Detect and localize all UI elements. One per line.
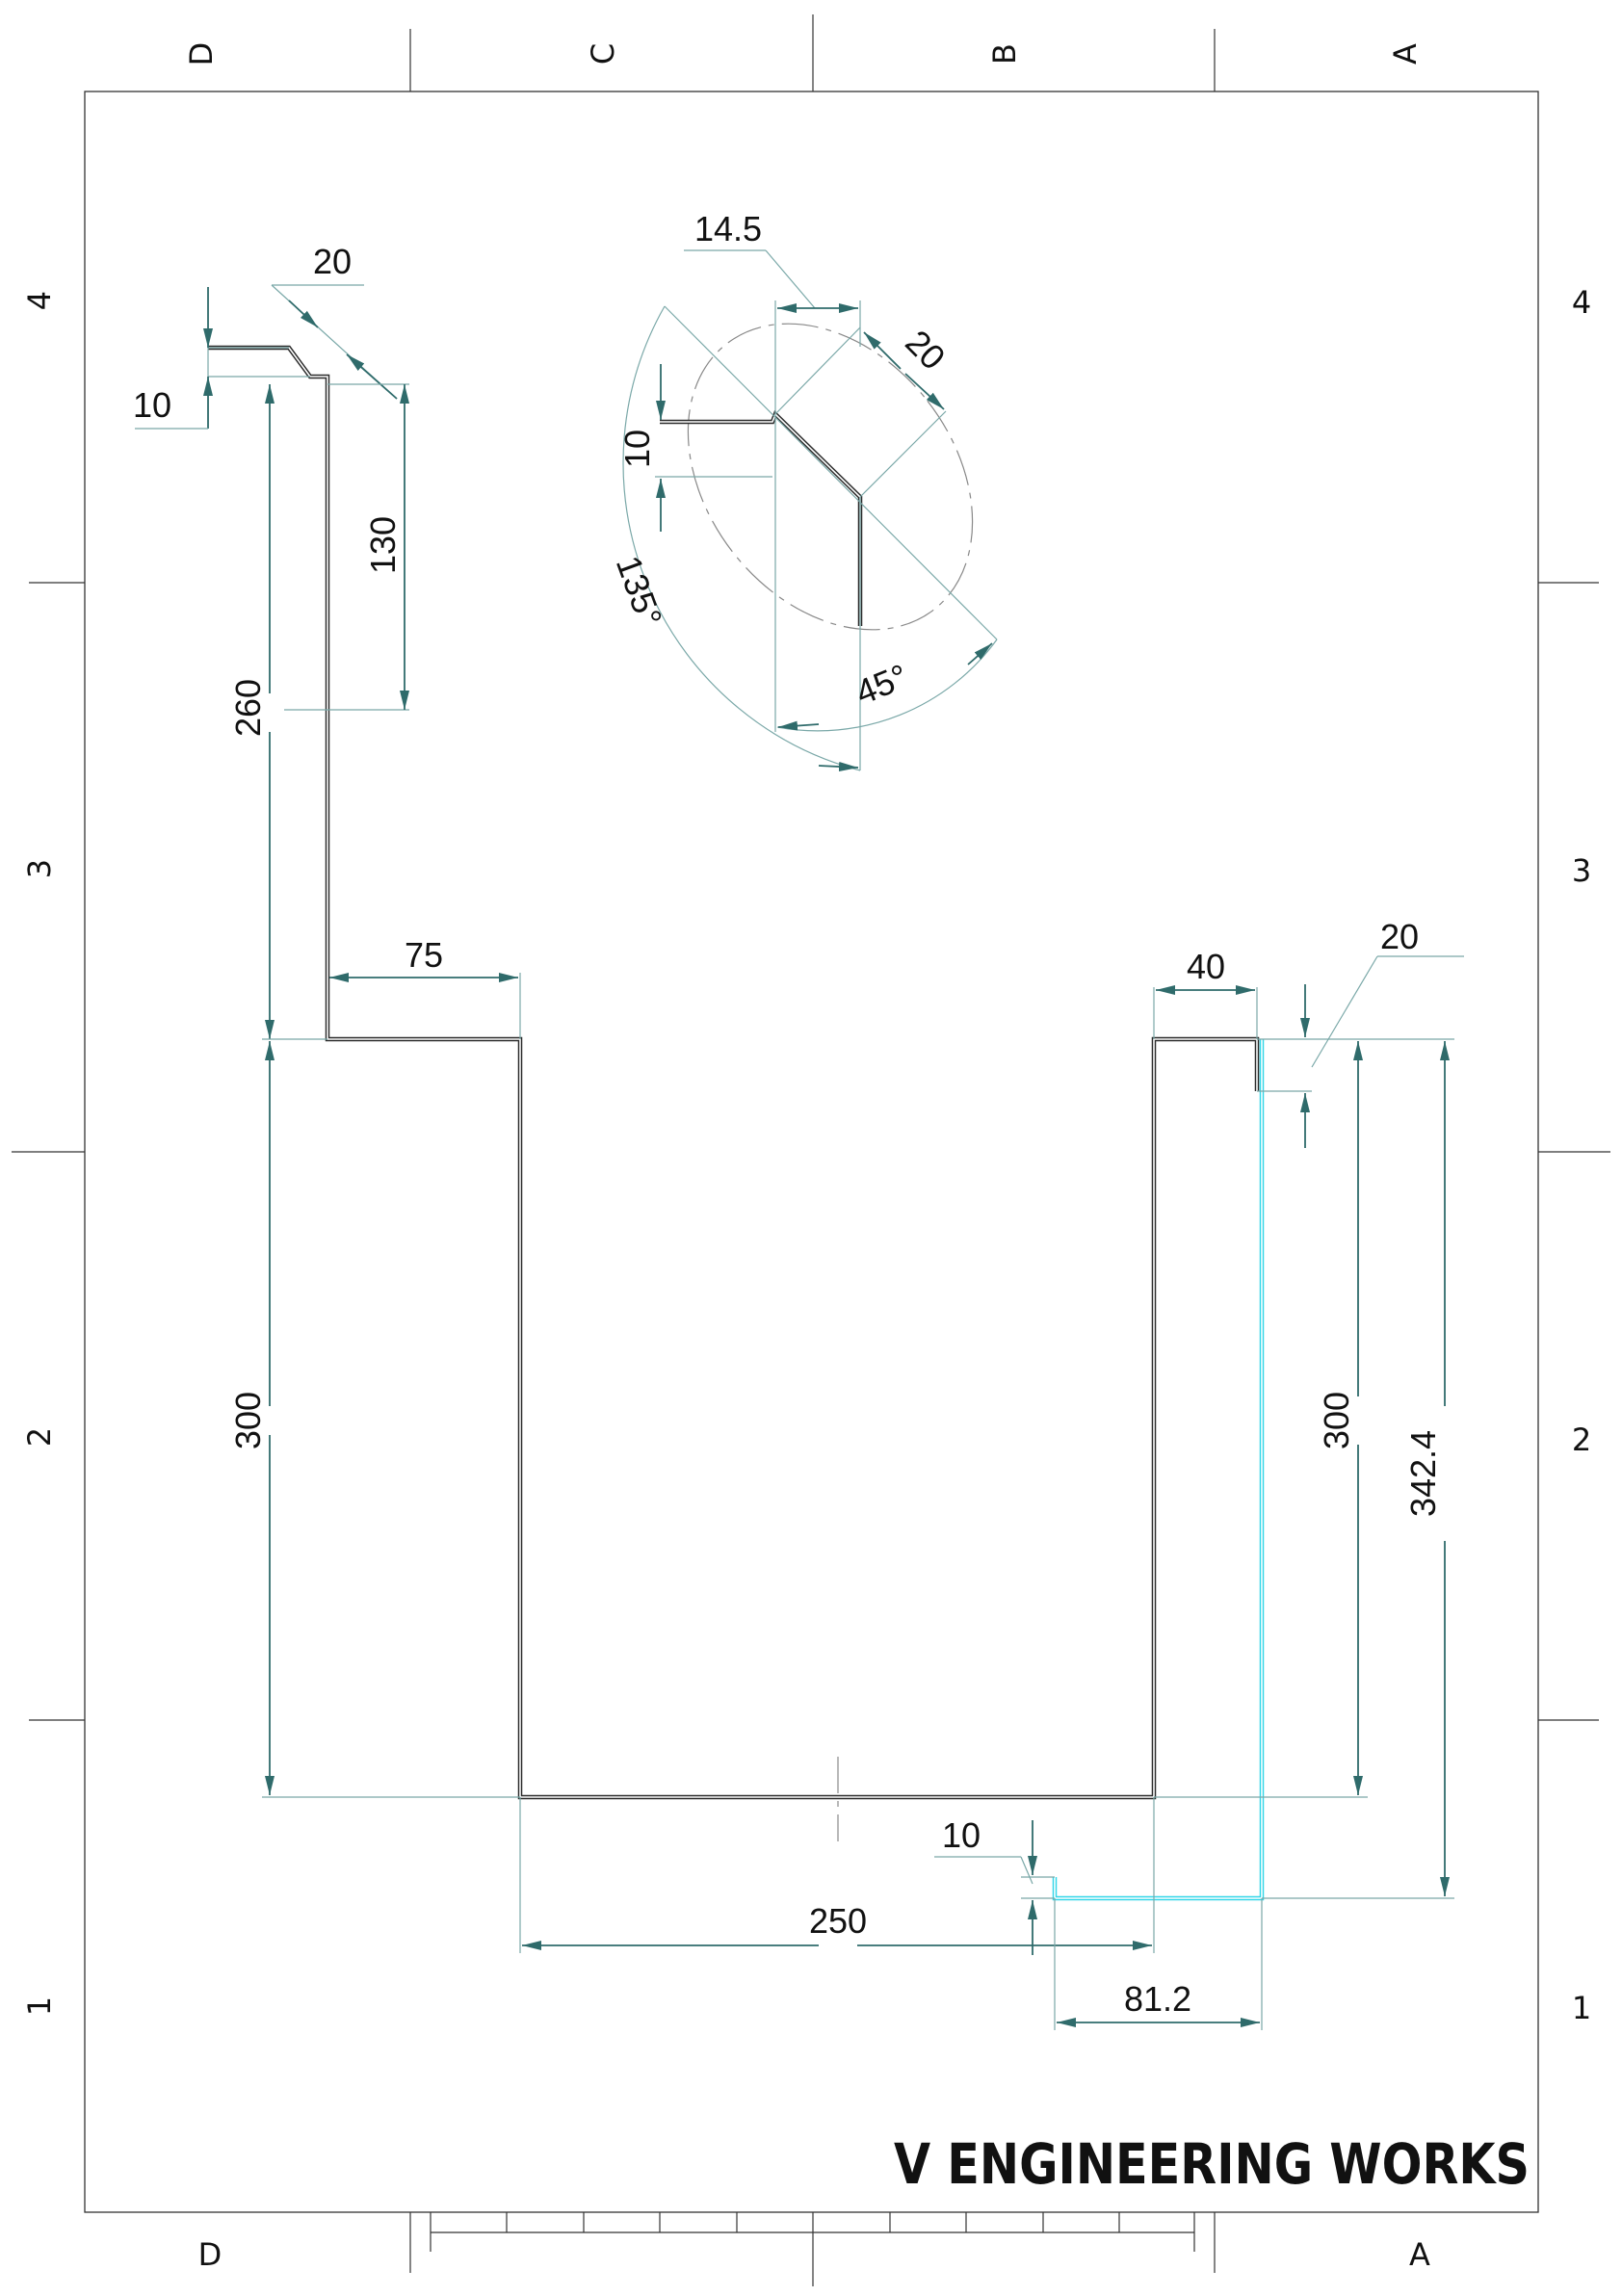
zone-label-top-d: D	[183, 42, 220, 66]
dim-left-wall	[262, 1038, 520, 1798]
zone-label-top-a: A	[1387, 43, 1424, 65]
zone-label-left-4: 4	[21, 291, 58, 310]
dim-label-detail-angle-inner: 45°	[850, 656, 913, 712]
zone-label-right-3: 3	[1572, 852, 1591, 889]
dim-label-left-flange: 75	[405, 935, 443, 975]
dim-right-wall	[1154, 1038, 1454, 1798]
dim-left-flange	[329, 973, 521, 1039]
dim-label-top-lip-bend: 20	[313, 242, 352, 281]
dim-detail-bend	[863, 331, 945, 410]
dim-label-base-width: 250	[809, 1901, 867, 1941]
dim-label-right-wall: 300	[1317, 1392, 1356, 1449]
dim-label-upper-wall-total: 260	[228, 679, 268, 737]
dim-label-upper-wall: 130	[363, 516, 403, 574]
dim-label-bottom-offset: 81.2	[1124, 1979, 1191, 2019]
zone-label-right-4: 4	[1572, 284, 1591, 321]
zone-label-bottom-d: D	[198, 2236, 222, 2273]
company-brand: V ENGINEERING WORKS	[894, 2131, 1530, 2197]
dim-label-right-lip: 20	[1380, 917, 1419, 956]
flat-pattern-line	[1052, 1039, 1265, 1901]
dim-label-bottom-step: 10	[942, 1815, 981, 1855]
dim-upper-wall	[284, 383, 409, 711]
dim-bottom-offset	[1054, 1898, 1263, 2030]
zone-label-right-1: 1	[1572, 1990, 1591, 2026]
dim-label-left-wall: 300	[228, 1392, 268, 1449]
dim-detail-lip	[655, 364, 772, 532]
dim-right-lip	[1257, 955, 1464, 1148]
dim-label-detail-angle-outer: 135°	[609, 551, 670, 632]
zone-label-right-2: 2	[1572, 1422, 1591, 1458]
dim-label-right-total: 342.4	[1403, 1430, 1443, 1517]
zone-label-left-3: 3	[21, 859, 58, 878]
dim-label-right-flange: 40	[1187, 947, 1225, 986]
dim-right-total	[1262, 1041, 1454, 1899]
detail-view	[660, 249, 998, 770]
zone-label-top-c: C	[585, 43, 621, 65]
zone-label-left-2: 2	[21, 1427, 58, 1447]
zone-ticks	[12, 14, 1610, 2286]
dim-top-lip-bend	[271, 284, 398, 400]
dim-label-detail-bend: 20	[898, 323, 953, 378]
zone-label-bottom-a: A	[1409, 2236, 1430, 2273]
dim-bottom-step	[934, 1820, 1055, 1955]
drawing-border	[84, 91, 1539, 2213]
dim-label-detail-width: 14.5	[694, 209, 762, 248]
zone-label-left-1: 1	[21, 1996, 58, 2016]
dim-top-lip	[135, 287, 310, 430]
dim-detail-angles	[622, 305, 998, 772]
zone-label-top-b: B	[986, 43, 1023, 65]
dim-base-width	[519, 1797, 1155, 1953]
dim-right-flange	[1153, 985, 1258, 1039]
dim-label-top-lip-height: 10	[133, 385, 171, 425]
